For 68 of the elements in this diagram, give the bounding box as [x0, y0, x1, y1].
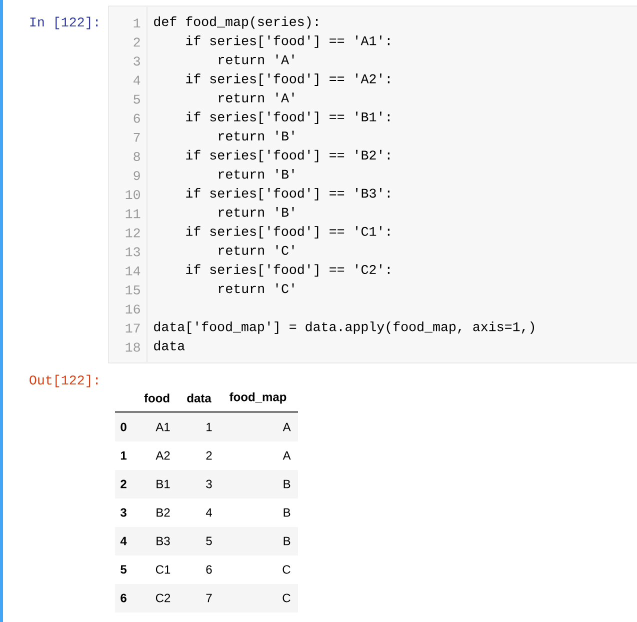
table-cell: C — [282, 565, 290, 574]
line-number: 17 — [126, 324, 140, 332]
line-number: 14 — [126, 266, 140, 276]
code-line: if series['food'] == 'A1': — [186, 35, 390, 48]
table-cell: B1 — [156, 480, 170, 488]
table-cell: A2 — [156, 451, 170, 460]
table-cell: A — [282, 451, 291, 460]
line-number: 7 — [134, 133, 140, 142]
line-number: 4 — [134, 76, 140, 85]
line-number: 16 — [126, 304, 140, 314]
table-cell: 1 — [206, 422, 212, 432]
row-index: 1 — [120, 451, 127, 460]
line-number: 10 — [126, 190, 140, 200]
table-cell: C1 — [156, 565, 170, 574]
table-cell: B — [284, 536, 290, 546]
row-index: 5 — [120, 565, 127, 574]
code-line: return 'C' — [218, 245, 294, 255]
line-number: 3 — [134, 56, 140, 66]
column-header: data — [187, 394, 212, 402]
line-number: 8 — [134, 152, 140, 161]
table-cell: 6 — [206, 565, 212, 574]
line-number: 5 — [134, 94, 140, 104]
line-number: 2 — [134, 38, 140, 47]
code-line: return 'A' — [218, 54, 294, 64]
table-cell: 4 — [206, 508, 212, 517]
table-cell: C2 — [156, 594, 170, 602]
code-line: return 'C' — [218, 283, 294, 294]
table-cell: B — [284, 480, 290, 488]
code-line: if series['food'] == 'A2': — [186, 74, 390, 86]
line-number: 12 — [126, 228, 140, 238]
code-line: data['food_map'] = data.apply(food_map, axis=1,) — [154, 321, 534, 334]
code-line: return 'B' — [218, 130, 294, 141]
row-index: 2 — [120, 480, 126, 488]
table-cell: B3 — [156, 536, 170, 546]
table-cell: 3 — [206, 480, 212, 488]
code-line: if series['food'] == 'B1': — [186, 112, 390, 124]
line-number: 9 — [134, 171, 140, 180]
table-cell: B — [284, 508, 290, 517]
line-number: 6 — [134, 114, 140, 123]
code-line: return 'B' — [218, 168, 294, 179]
output-prompt: Out[122]: — [30, 374, 98, 388]
code-line: if series['food'] == 'C1': — [186, 226, 390, 239]
table-cell: A1 — [156, 422, 170, 432]
line-number: 18 — [126, 342, 140, 352]
table-cell: C — [282, 594, 290, 602]
line-number: 1 — [134, 18, 140, 28]
table-cell: B2 — [156, 508, 170, 517]
table-cell: 2 — [206, 451, 212, 460]
code-line: if series['food'] == 'B3': — [186, 188, 390, 200]
table-cell: 7 — [206, 594, 212, 602]
code-line: if series['food'] == 'C2': — [186, 264, 390, 277]
row-index: 6 — [120, 594, 126, 602]
code-line: return 'A' — [218, 92, 294, 102]
table-cell: A — [282, 422, 291, 432]
code-line: if series['food'] == 'B2': — [186, 150, 390, 162]
row-index: 3 — [120, 508, 126, 517]
code-line: def food_map(series): — [154, 16, 318, 29]
line-number: 15 — [126, 286, 140, 294]
row-index: 0 — [120, 422, 126, 432]
input-prompt: In [122]: — [30, 16, 98, 30]
line-number: 11 — [126, 209, 140, 218]
code-line: return 'B' — [218, 207, 294, 217]
table-cell: 5 — [206, 536, 212, 546]
column-header: food — [144, 394, 170, 402]
code-line: data — [154, 340, 185, 350]
column-header: food_map — [230, 392, 286, 404]
line-number: 13 — [126, 247, 140, 256]
row-index: 4 — [120, 536, 127, 546]
